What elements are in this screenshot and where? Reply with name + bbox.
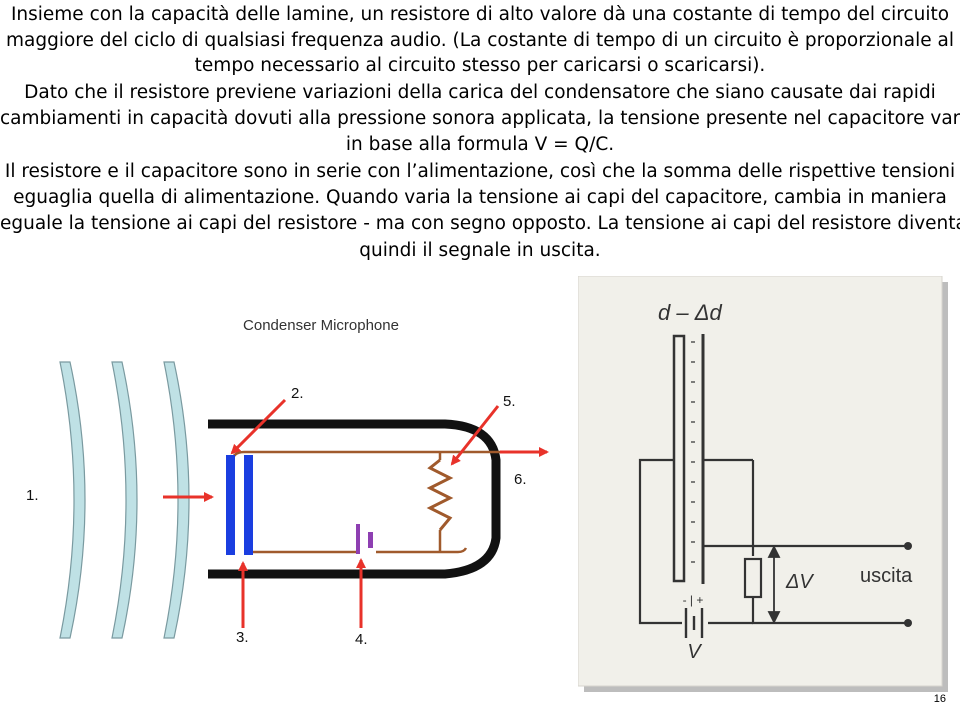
- text-line-5: cambiamenti in capacità dovuti alla pres…: [0, 108, 960, 129]
- label-3: 3.: [236, 629, 249, 646]
- mic-housing: [208, 419, 501, 579]
- arrow-2: [230, 398, 287, 455]
- text-line-6: in base alla formula V = Q/C.: [345, 134, 615, 155]
- schematic-paper: [578, 276, 943, 687]
- label-2: 2.: [291, 385, 304, 402]
- circuit-wires: [638, 458, 906, 625]
- delta-v-label: ΔV: [785, 571, 814, 593]
- battery-voltage-label: V: [687, 641, 702, 663]
- sound-wave-3: [163, 361, 190, 639]
- text-line-1: Insieme con la capacità delle lamine, un…: [10, 4, 950, 25]
- page-number: 16: [933, 693, 946, 705]
- output-terminal-top: [904, 542, 912, 550]
- output-label: uscita: [860, 565, 913, 587]
- gap-label: d – Δd: [658, 300, 722, 325]
- condenser-microphone-diagram: Condenser Microphone 1. 2. 3. 4. 5. 6.: [26, 317, 549, 648]
- text-line-4: Dato che il resistore previene variazion…: [24, 82, 936, 103]
- sound-wave-1: [59, 361, 86, 639]
- wire-bottom: [244, 547, 468, 554]
- fixed-plate: [672, 334, 686, 583]
- battery-plate-long: [356, 524, 360, 554]
- label-1: 1.: [26, 487, 39, 504]
- sound-wave-2: [111, 361, 138, 639]
- text-line-7: Il resistore e il capacitore sono in ser…: [4, 161, 956, 182]
- plate-dashes: [691, 341, 695, 563]
- text-line-8: eguaglia quella di alimentazione. Quando…: [13, 187, 947, 208]
- diagram-title: Condenser Microphone: [243, 317, 399, 334]
- battery-plate-short: [368, 532, 373, 548]
- resistor-zigzag: [426, 458, 454, 531]
- output-terminal-bottom: [904, 619, 912, 627]
- label-6: 6.: [514, 471, 527, 488]
- delta-v-arrow: [767, 544, 781, 625]
- text-line-2: maggiore del ciclo di qualsiasi frequenz…: [6, 30, 954, 51]
- back-plate: [244, 455, 253, 555]
- wire-output: [440, 534, 466, 552]
- wire-top: [230, 450, 536, 478]
- circuit-schematic-figure: d – Δd - | + V ΔV uscita: [578, 276, 948, 692]
- arrow-5: [450, 405, 500, 466]
- diaphragm-plate: [226, 455, 235, 555]
- label-5: 5.: [503, 393, 516, 410]
- battery-signs: - | +: [683, 593, 704, 607]
- resistor-box: [743, 557, 763, 599]
- text-line-9: eguale la tensione ai capi del resistore…: [0, 213, 960, 234]
- label-4: 4.: [355, 631, 368, 648]
- text-line-3: tempo necessario al circuito stesso per …: [194, 55, 766, 76]
- text-line-10: quindi il segnale in uscita.: [359, 240, 601, 261]
- battery-symbol: [684, 608, 704, 638]
